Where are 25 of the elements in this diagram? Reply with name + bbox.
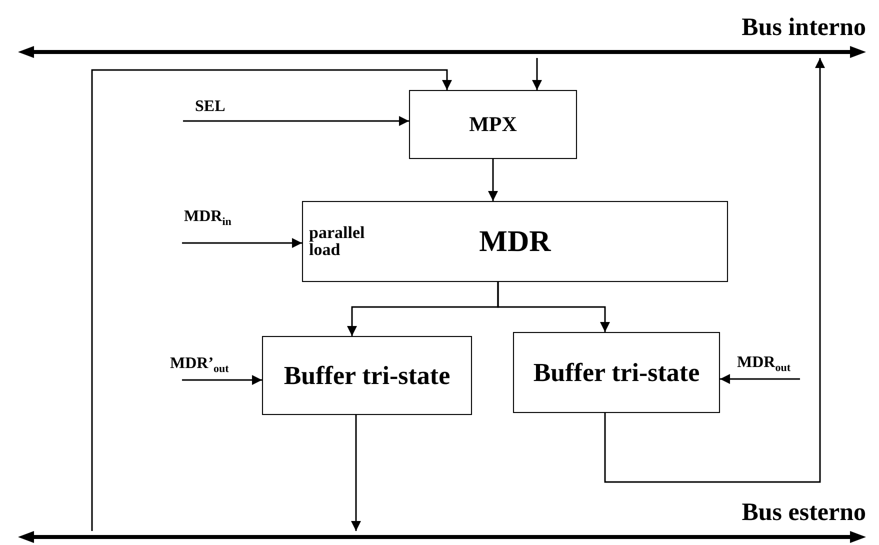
arrow: [182, 375, 262, 385]
arrow: [604, 58, 825, 483]
box-label: MDR: [479, 226, 551, 256]
arrow: [183, 116, 409, 126]
box-label: Buffer tri-state: [533, 360, 700, 386]
arrow: [720, 374, 800, 384]
arrow: [497, 282, 610, 332]
signal-label: MDR$_{out}$: [737, 355, 790, 374]
arrow: [91, 69, 452, 531]
register-box: [302, 201, 728, 282]
signal-label: MDR$_{in}$: [184, 209, 232, 228]
register-box: [262, 336, 472, 415]
bus-label: Bus interno: [742, 15, 866, 40]
signal-label: SEL: [195, 99, 226, 115]
arrow: [488, 159, 498, 201]
register-box: [409, 90, 577, 159]
arrow: [182, 238, 302, 248]
register-box: [513, 332, 720, 413]
box-label: Buffer tri-state: [284, 362, 450, 388]
arrow: [351, 415, 361, 531]
signal-label: MDR’$_{out}$: [170, 356, 229, 375]
arrow: [532, 58, 542, 90]
bus-label: Bus esterno: [742, 500, 866, 525]
box-note: parallel load: [309, 224, 366, 260]
box-label: MPX: [469, 114, 517, 135]
